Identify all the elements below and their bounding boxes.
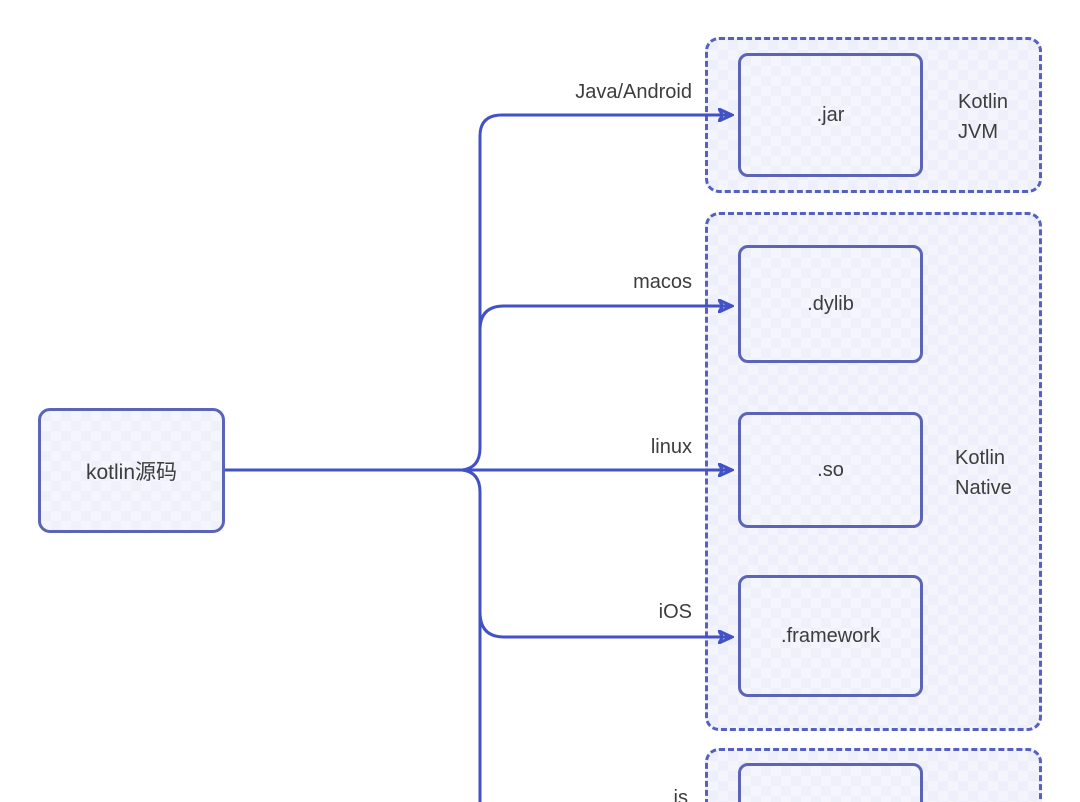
edge-label-js: js <box>673 787 688 802</box>
node-dylib-label: .dylib <box>807 292 854 315</box>
node-so: .so <box>738 412 923 528</box>
node-so-label: .so <box>817 458 844 481</box>
node-framework-label: .framework <box>781 624 880 647</box>
trunk-down-line <box>461 468 482 802</box>
node-jar-label: .jar <box>816 103 845 126</box>
node-framework: .framework <box>738 575 923 697</box>
edge-macos-line <box>478 306 731 331</box>
edge-java-android-line <box>461 115 731 472</box>
node-js-output <box>738 763 923 802</box>
group-label-kotlin-native-line2: Native <box>955 477 1012 499</box>
edge-label-java-android: Java/Android <box>575 81 692 103</box>
group-label-kotlin-jvm-line1: Kotlin <box>958 91 1009 113</box>
node-kotlin-source: kotlin源码 <box>38 408 225 533</box>
edge-label-linux: linux <box>650 436 692 458</box>
group-label-kotlin-native-line1: Kotlin <box>955 447 1006 469</box>
edge-ios-line <box>478 611 731 637</box>
edge-label-ios: iOS <box>658 601 692 623</box>
node-kotlin-source-label: kotlin源码 <box>85 460 178 484</box>
group-label-kotlin-native: Kotlin Native <box>955 443 1012 503</box>
edge-label-macos: macos <box>633 271 692 293</box>
node-jar: .jar <box>738 53 923 177</box>
group-label-kotlin-jvm-line2: JVM <box>958 121 998 143</box>
group-label-kotlin-jvm: Kotlin JVM <box>958 87 1008 147</box>
node-dylib: .dylib <box>738 245 923 363</box>
